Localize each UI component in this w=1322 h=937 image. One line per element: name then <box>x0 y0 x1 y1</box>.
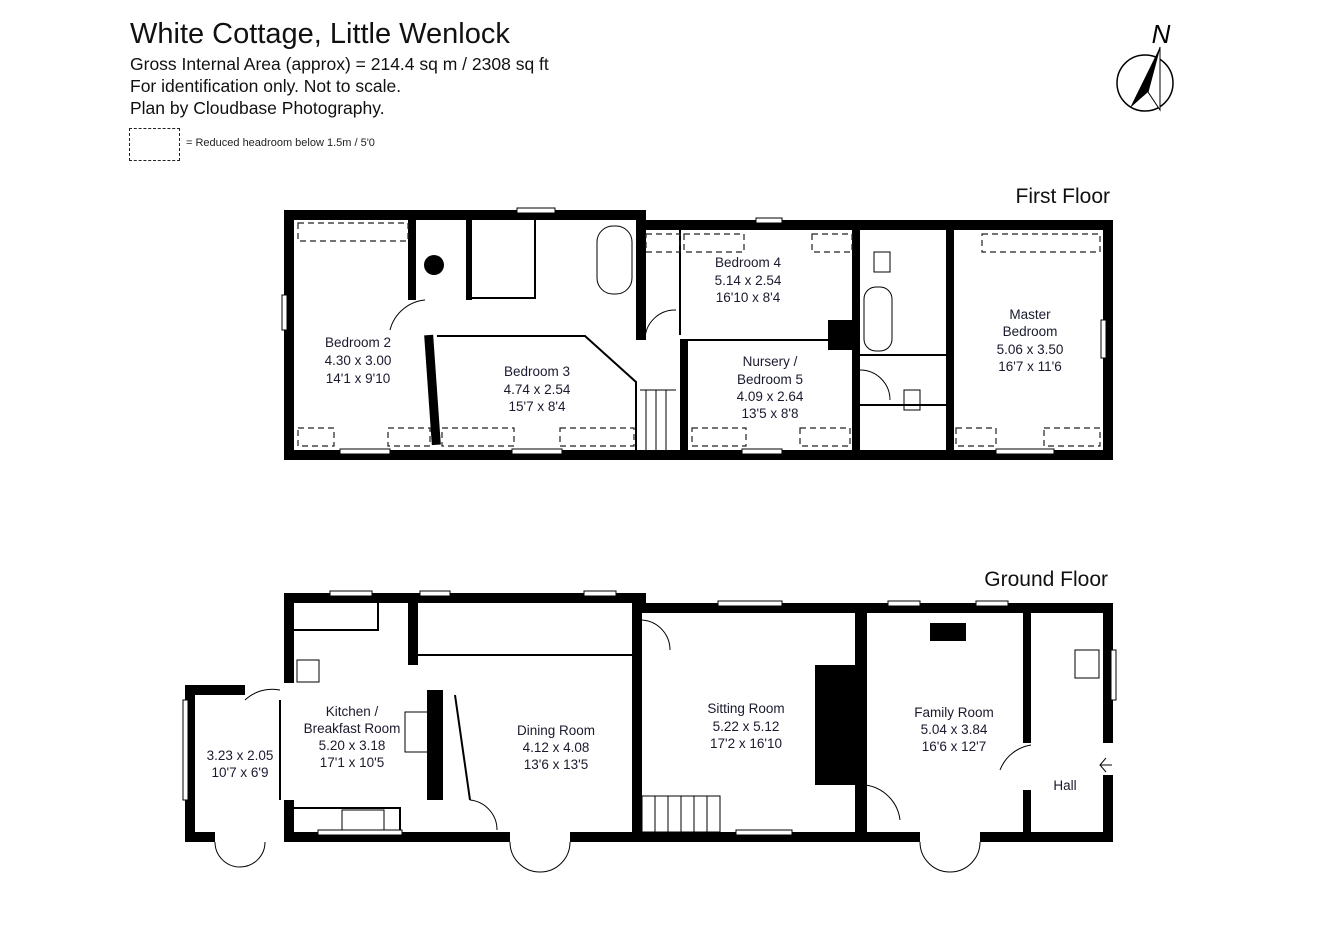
room-name: Hall <box>1053 778 1076 793</box>
compass-north-label: N <box>1152 19 1171 49</box>
room-metric: 5.20 x 3.18 <box>319 738 386 753</box>
room-nursery-bedroom-5: Nursery / Bedroom 5 4.09 x 2.64 13'5 x 8… <box>737 354 804 421</box>
room-metric: 5.04 x 3.84 <box>921 722 988 737</box>
room-name-line2: Bedroom 5 <box>737 372 803 387</box>
ground-floor-interior <box>214 603 1100 873</box>
first-floor-windows <box>281 207 1107 455</box>
room-name-line1: Master <box>1009 307 1051 322</box>
room-name-line1: Kitchen / <box>326 704 379 719</box>
room-metric: 4.09 x 2.64 <box>737 389 804 404</box>
room-imperial: 15'7 x 8'4 <box>509 399 566 414</box>
room-bedroom-2: Bedroom 2 4.30 x 3.00 14'1 x 9'10 <box>325 335 392 386</box>
room-imperial: 14'1 x 9'10 <box>326 371 390 386</box>
room-imperial: 16'10 x 8'4 <box>716 290 781 305</box>
room-name-line2: Breakfast Room <box>304 721 401 736</box>
room-imperial: 16'6 x 12'7 <box>922 739 986 754</box>
room-imperial: 17'2 x 16'10 <box>710 736 782 751</box>
room-imperial: 16'7 x 11'6 <box>998 359 1061 374</box>
room-name: Bedroom 3 <box>504 364 570 379</box>
room-sitting: Sitting Room 5.22 x 5.12 17'2 x 16'10 <box>707 701 784 751</box>
room-name: Sitting Room <box>707 701 784 716</box>
room-porch: 3.23 x 2.05 10'7 x 6'9 <box>207 748 274 780</box>
room-name-line1: Nursery / <box>743 354 798 369</box>
room-metric: 4.74 x 2.54 <box>504 382 571 397</box>
room-master-bedroom: Master Bedroom 5.06 x 3.50 16'7 x 11'6 <box>997 307 1064 374</box>
headroom-legend-text: = Reduced headroom below 1.5m / 5'0 <box>186 137 375 149</box>
room-metric: 4.30 x 3.00 <box>325 353 392 368</box>
room-imperial: 10'7 x 6'9 <box>212 765 269 780</box>
room-metric: 4.12 x 4.08 <box>523 740 590 755</box>
room-imperial: 13'6 x 13'5 <box>524 757 588 772</box>
room-hall: Hall <box>1053 757 1112 793</box>
ground-floor-windows <box>182 590 1117 836</box>
room-kitchen-breakfast: Kitchen / Breakfast Room 5.20 x 3.18 17'… <box>304 704 401 770</box>
gross-area: Gross Internal Area (approx) = 214.4 sq … <box>130 54 549 74</box>
ground-floor-walls <box>185 593 1113 842</box>
room-bedroom-3: Bedroom 3 4.74 x 2.54 15'7 x 8'4 <box>504 364 571 414</box>
room-bedroom-4: Bedroom 4 5.14 x 2.54 16'10 x 8'4 <box>715 255 782 305</box>
room-name: Bedroom 2 <box>325 335 391 350</box>
first-floor-walls <box>284 210 1113 460</box>
room-dining: Dining Room 4.12 x 4.08 13'6 x 13'5 <box>517 723 595 772</box>
room-metric: 5.14 x 2.54 <box>715 273 782 288</box>
north-compass-icon: N <box>1116 19 1174 112</box>
room-name: Dining Room <box>517 723 595 738</box>
entrance-arrow-icon <box>1099 757 1112 773</box>
room-name: Bedroom 4 <box>715 255 782 270</box>
room-metric: 3.23 x 2.05 <box>207 748 274 763</box>
credit: Plan by Cloudbase Photography. <box>130 98 385 118</box>
disclaimer: For identification only. Not to scale. <box>130 76 402 96</box>
headroom-areas <box>297 222 1101 447</box>
room-name-line2: Bedroom <box>1003 324 1058 339</box>
headroom-legend-swatch <box>129 128 180 161</box>
room-metric: 5.22 x 5.12 <box>713 719 780 734</box>
first-floor-interior <box>389 220 946 450</box>
room-name: Family Room <box>914 705 994 720</box>
room-family: Family Room 5.04 x 3.84 16'6 x 12'7 <box>914 705 994 754</box>
plan-title: White Cottage, Little Wenlock <box>130 18 510 50</box>
room-metric: 5.06 x 3.50 <box>997 342 1064 357</box>
ground-floor-label: Ground Floor <box>984 568 1108 591</box>
first-floor-label: First Floor <box>1016 185 1111 208</box>
room-imperial: 17'1 x 10'5 <box>320 755 384 770</box>
room-imperial: 13'5 x 8'8 <box>742 406 799 421</box>
